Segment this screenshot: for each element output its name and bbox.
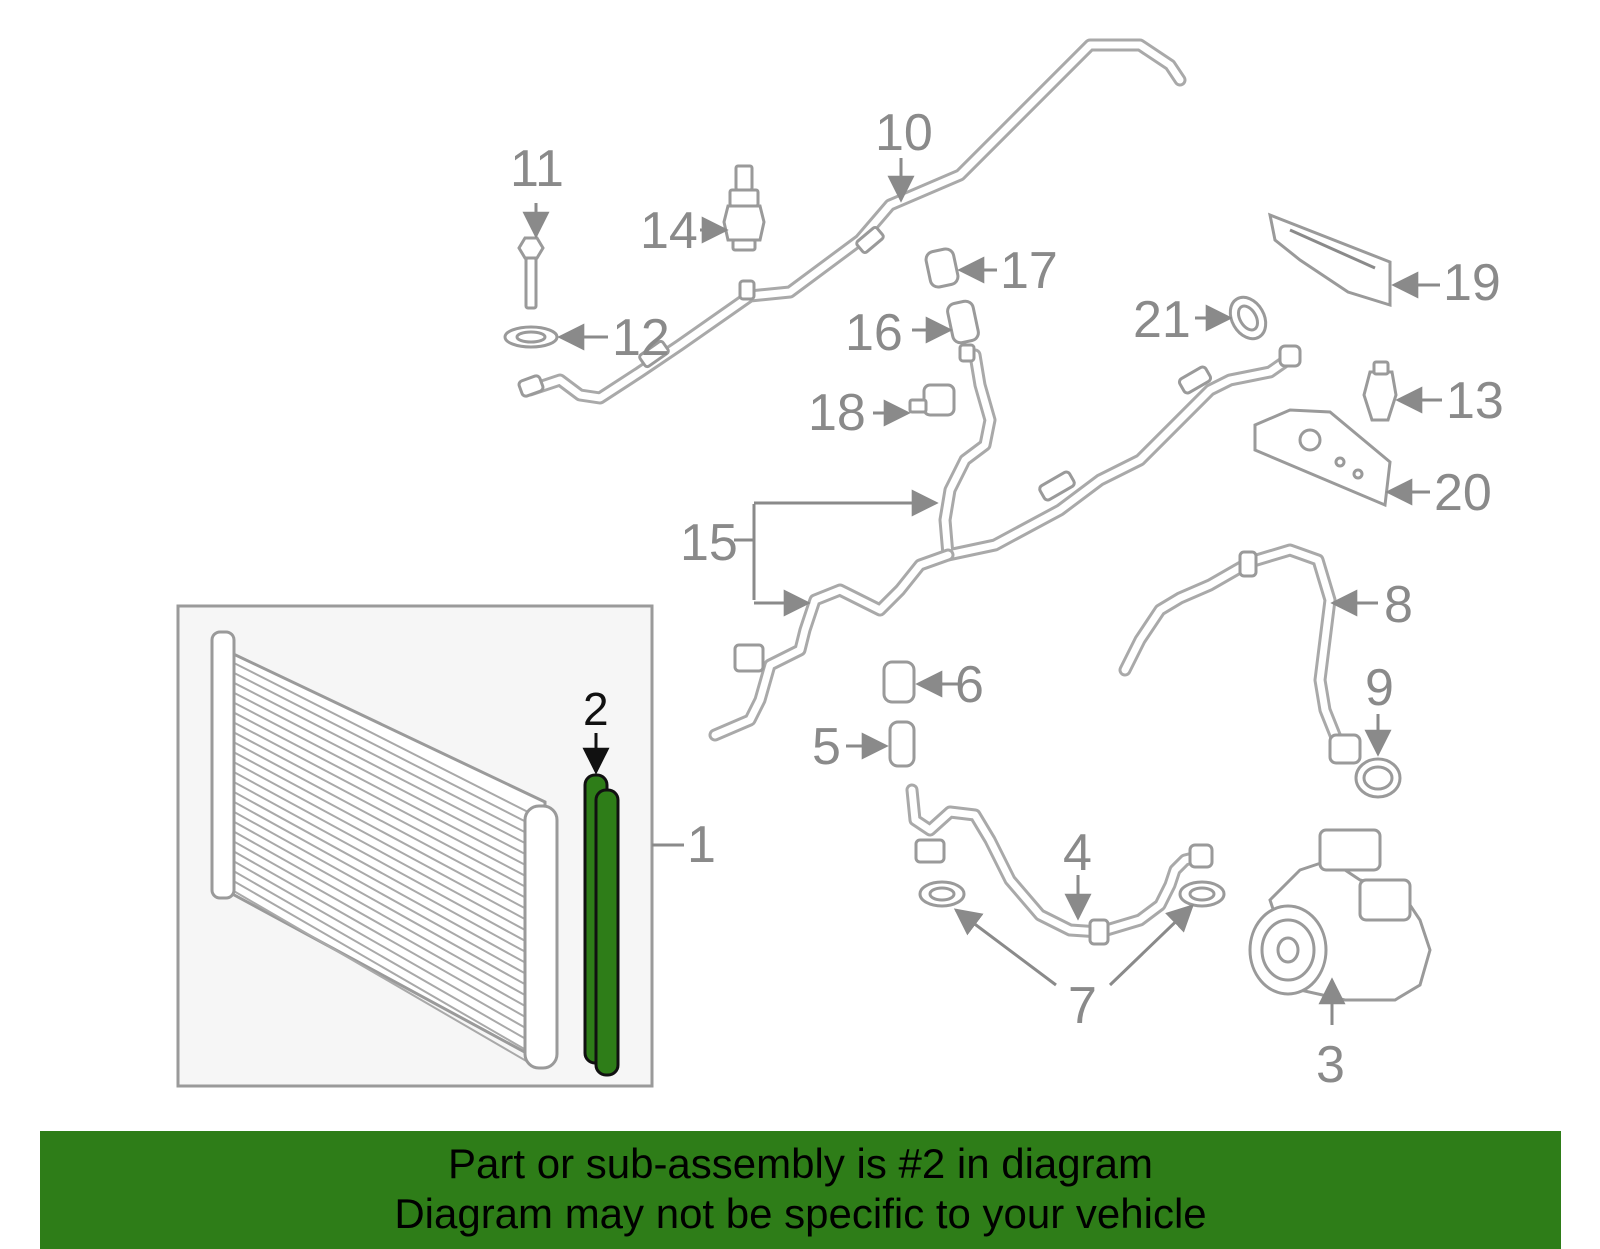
condenser-fin	[231, 730, 529, 889]
part-11-bolt	[517, 236, 545, 310]
condenser-fin	[231, 829, 529, 998]
banner-line-1: Part or sub-assembly is #2 in diagram	[448, 1140, 1153, 1187]
condenser-fin	[231, 839, 529, 1009]
callout-17: 17	[1000, 242, 1058, 300]
part-17-seal	[924, 247, 960, 289]
condenser-fin	[231, 671, 529, 824]
banner-line-2: Diagram may not be specific to your vehi…	[394, 1190, 1207, 1237]
callout-labels: 1 2 3 4 5 6 7 8 9 10 11 12 13 14 15 16 1…	[510, 104, 1504, 1094]
callout-15: 15	[680, 514, 738, 572]
part-19-bracket	[1267, 212, 1392, 308]
callout-1: 1	[687, 816, 716, 874]
part-5-seal	[888, 720, 916, 768]
condenser-fin	[231, 750, 529, 911]
condenser-fin	[231, 740, 529, 900]
condenser-fin	[231, 889, 529, 1063]
callout-7: 7	[1068, 977, 1097, 1035]
condenser-fin	[231, 710, 529, 868]
part-20-bracket	[1253, 408, 1392, 508]
callout-20: 20	[1434, 464, 1492, 522]
part-8-refrigerant-line	[1118, 543, 1362, 765]
condenser-fin	[231, 859, 529, 1031]
part-10-refrigerant-line	[517, 38, 1187, 405]
callout-14: 14	[640, 202, 698, 260]
callout-19: 19	[1443, 254, 1501, 312]
condenser-fin	[231, 799, 529, 966]
part-2-receiver-drier	[583, 773, 620, 1077]
callout-18: 18	[808, 384, 866, 442]
leader-lines	[522, 158, 1442, 1025]
condenser-fin	[231, 661, 529, 813]
condenser-fin	[231, 690, 529, 846]
callout-8: 8	[1384, 576, 1413, 634]
callout-2-highlighted: 2	[583, 683, 609, 735]
condenser-fin	[231, 879, 529, 1052]
callout-9: 9	[1365, 659, 1394, 717]
part-6-seal	[882, 660, 916, 704]
part-16-seal	[946, 299, 980, 345]
part-4-refrigerant-line	[905, 783, 1214, 946]
part-15-refrigerant-lines	[708, 343, 1302, 742]
condenser-fin	[231, 780, 529, 944]
condenser-fin	[231, 770, 529, 933]
part-14-pressure-switch	[722, 164, 766, 252]
part-18-valve	[908, 383, 956, 417]
condenser-fin	[231, 700, 529, 857]
callout-12: 12	[612, 309, 670, 367]
callout-13: 13	[1446, 372, 1504, 430]
condenser-fin	[231, 789, 529, 955]
part-3-compressor	[1248, 828, 1432, 1002]
callout-5: 5	[812, 718, 841, 776]
condenser-fin	[231, 849, 529, 1020]
callout-11: 11	[510, 140, 564, 198]
callout-3: 3	[1316, 1036, 1345, 1094]
condenser-fin	[231, 869, 529, 1042]
callout-16: 16	[845, 304, 903, 362]
part-13-clip	[1362, 360, 1398, 422]
condenser-fin	[231, 819, 529, 987]
part-1-condenser-assembly	[176, 604, 654, 1088]
callout-6: 6	[955, 656, 984, 714]
parts-diagram: 1 2 3 4 5 6 7 8 9 10 11 12 13 14 15 16 1…	[176, 38, 1504, 1094]
condenser-fin	[231, 680, 529, 835]
callout-4: 4	[1063, 824, 1092, 882]
highlight-banner: Part or sub-assembly is #2 in diagram Di…	[40, 1131, 1561, 1249]
callout-21: 21	[1133, 291, 1191, 349]
callout-10: 10	[875, 104, 933, 162]
condenser-fin	[231, 720, 529, 879]
condenser-fin	[231, 760, 529, 922]
condenser-fin	[231, 809, 529, 976]
